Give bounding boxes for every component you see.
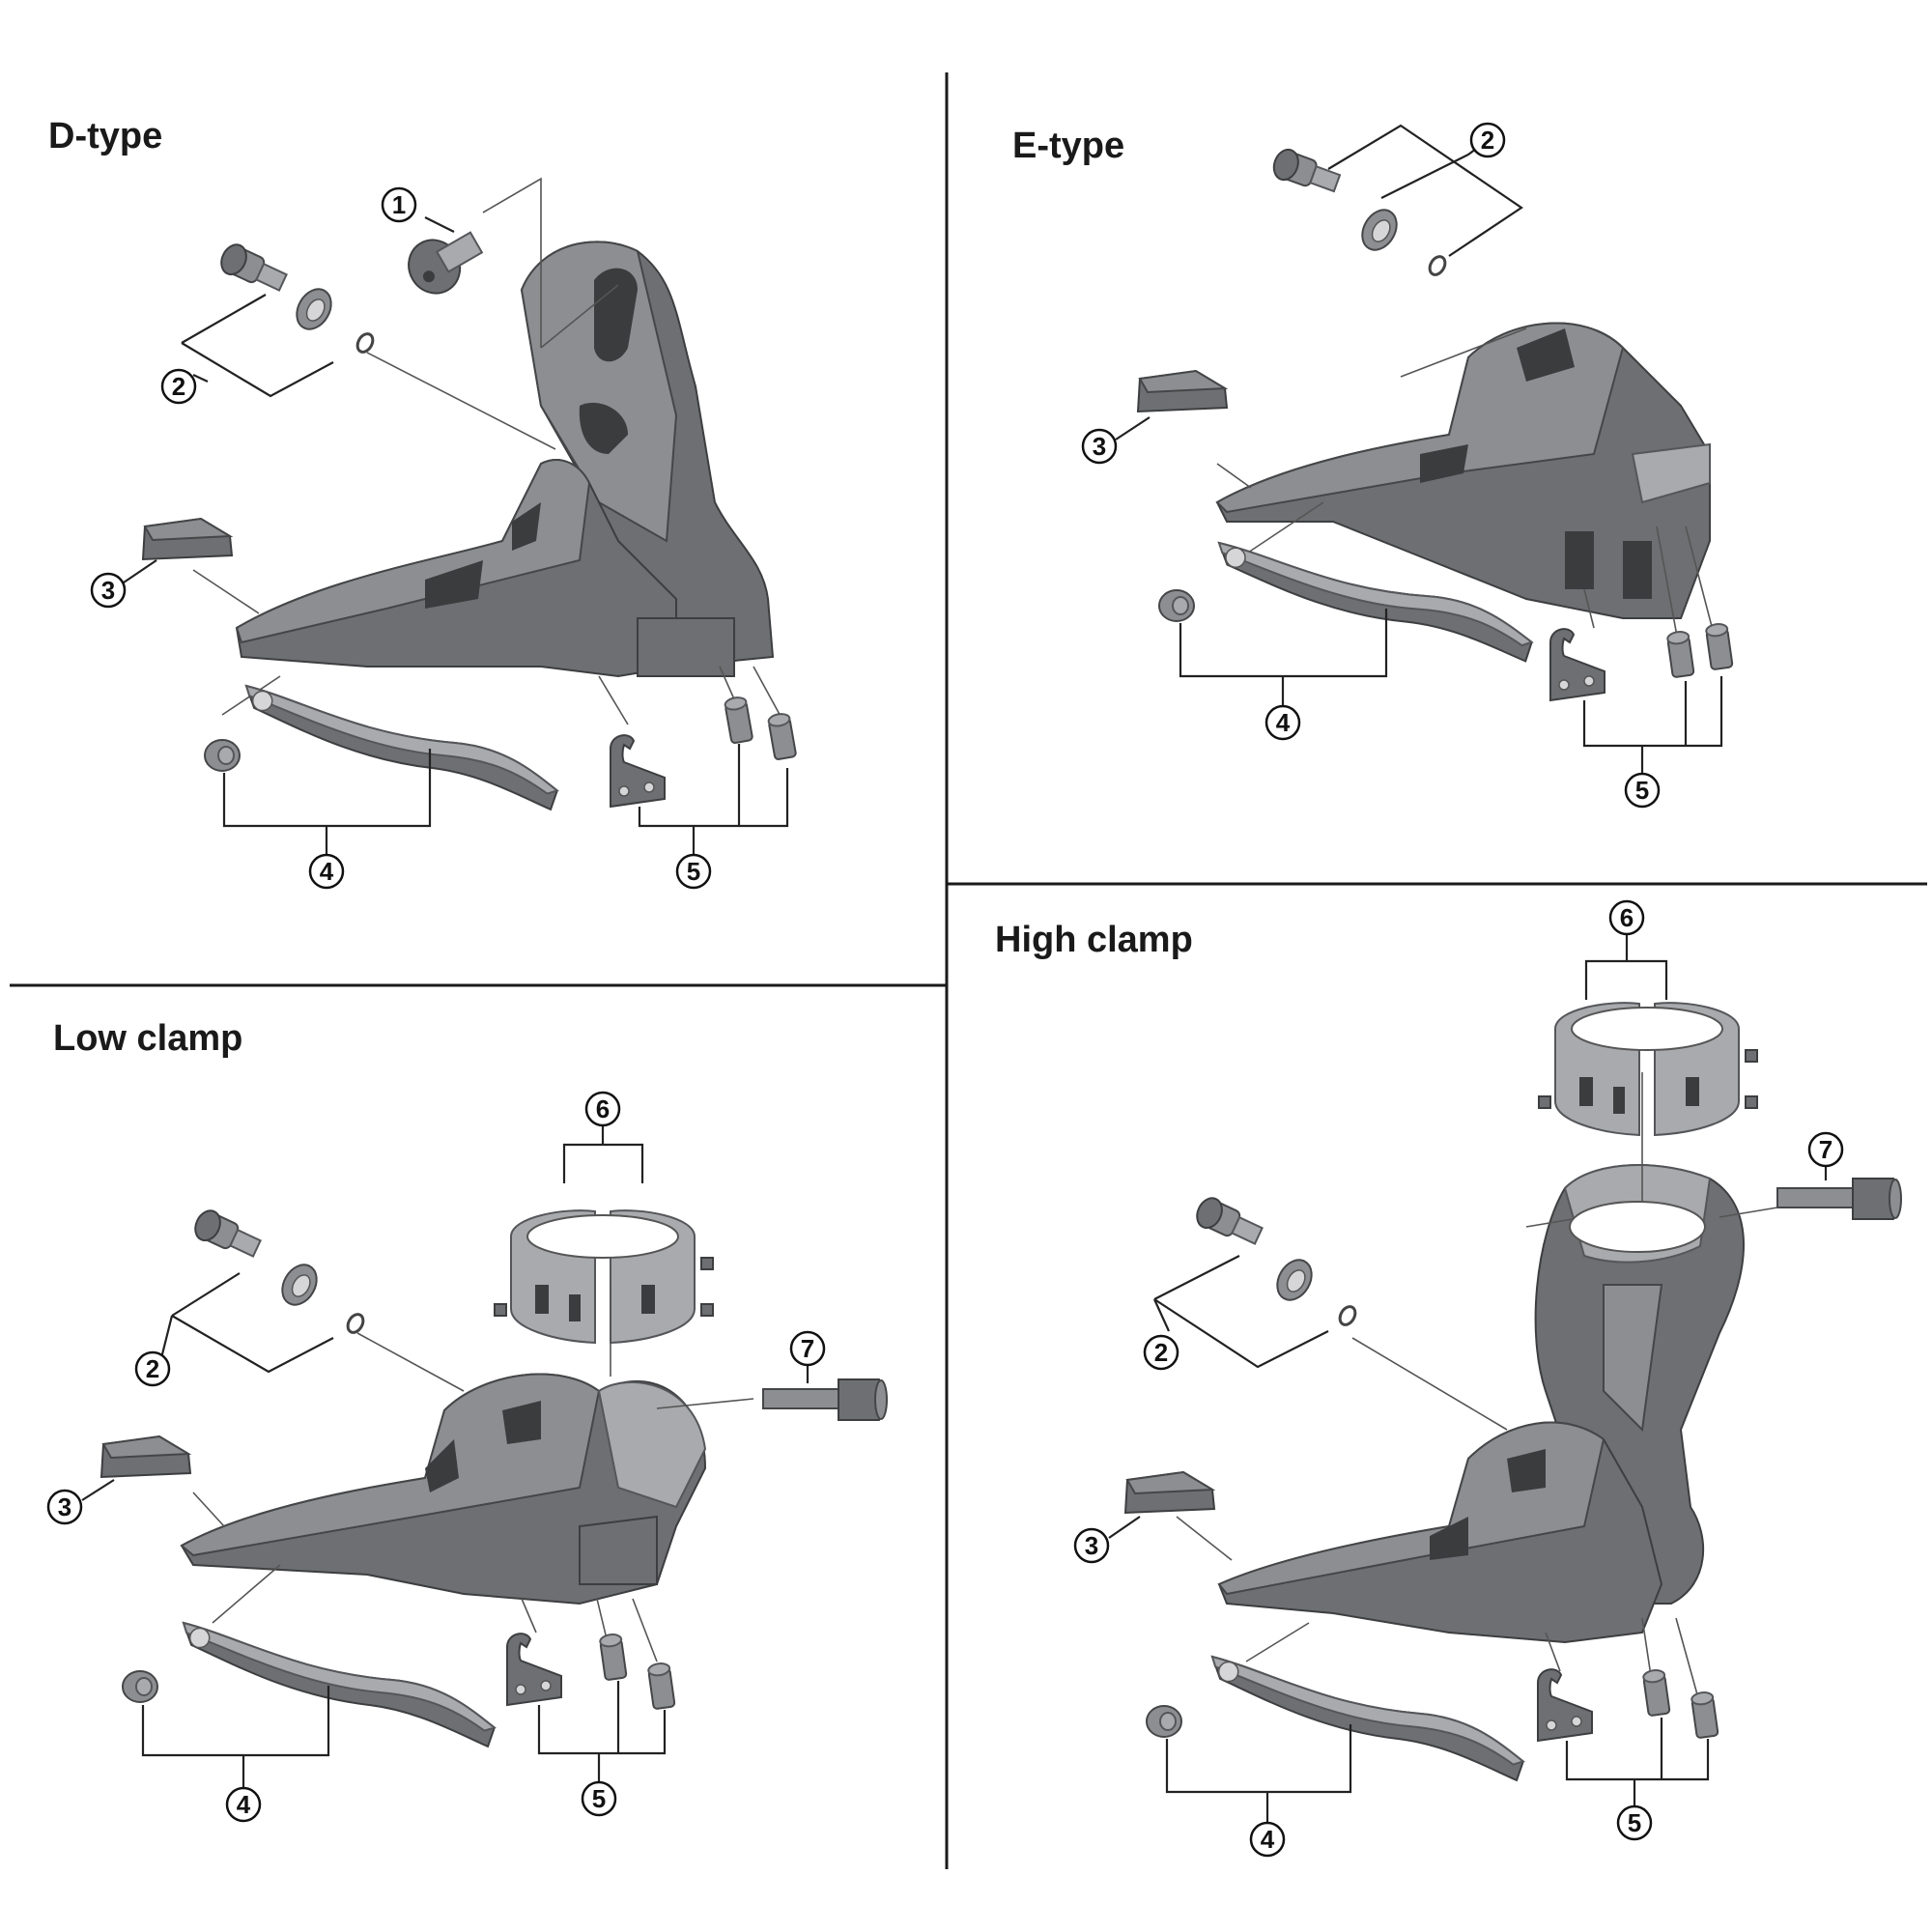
- washer-part-2-low: [274, 1257, 325, 1313]
- callout-3: 3: [90, 572, 127, 609]
- callout-3-high: 3: [1073, 1527, 1110, 1564]
- panel-title-low-clamp: Low clamp: [53, 1018, 242, 1059]
- svg-text:5: 5: [687, 857, 700, 886]
- plate-part-4-high: [1203, 1656, 1531, 1782]
- o-ring-part-2-e: [1425, 252, 1450, 279]
- callout-4-e: 4: [1264, 704, 1301, 741]
- nut-part-4: [204, 739, 241, 772]
- spacer-part-5a-low: [598, 1632, 628, 1682]
- panel-title-d-type: D-type: [48, 116, 162, 156]
- panel-title-high-clamp: High clamp: [995, 920, 1193, 960]
- spacer-part-5a: [723, 695, 754, 745]
- callout-5-e: 5: [1624, 772, 1661, 809]
- bolt-part-2: [215, 240, 291, 298]
- callout-7: 7: [789, 1330, 826, 1367]
- svg-text:2: 2: [1154, 1338, 1168, 1367]
- panel-title-e-type: E-type: [1012, 126, 1124, 166]
- mount-bracket: [520, 241, 775, 668]
- derailleur-body-low: [180, 1373, 707, 1605]
- callout-4: 4: [308, 853, 345, 890]
- callout-7-high: 7: [1807, 1131, 1844, 1168]
- nut-part-4-e: [1158, 589, 1195, 622]
- nut-part-4-low: [122, 1670, 158, 1703]
- o-ring-part-2-high: [1335, 1302, 1360, 1329]
- callout-5: 5: [675, 853, 712, 890]
- svg-text:6: 6: [596, 1094, 610, 1123]
- callout-2-e: 2: [1469, 122, 1506, 158]
- spacer-part-5b-e: [1704, 621, 1734, 671]
- clamp-band-part-6-high: [1538, 1002, 1758, 1136]
- pad-part-3-high: [1124, 1471, 1215, 1514]
- svg-text:3: 3: [1085, 1531, 1098, 1560]
- svg-text:4: 4: [237, 1790, 251, 1819]
- svg-text:1: 1: [392, 190, 406, 219]
- pad-part-3: [142, 518, 233, 560]
- o-ring-part-2: [353, 329, 378, 356]
- callout-2-high: 2: [1143, 1334, 1179, 1371]
- svg-text:4: 4: [1261, 1825, 1275, 1854]
- callout-3-e: 3: [1081, 428, 1118, 465]
- svg-text:4: 4: [320, 857, 334, 886]
- spacer-part-5a-high: [1641, 1667, 1671, 1718]
- callout-2: 2: [160, 368, 197, 405]
- spacer-part-5b-high: [1690, 1690, 1719, 1740]
- callout-2-low: 2: [134, 1350, 171, 1387]
- svg-text:3: 3: [1093, 432, 1106, 461]
- callout-6: 6: [584, 1091, 621, 1127]
- plate-part-4-low: [174, 1622, 502, 1748]
- callout-6-high: 6: [1608, 899, 1645, 936]
- derailleur-body-e: [1215, 322, 1711, 619]
- pad-part-3-e: [1137, 370, 1228, 412]
- svg-text:7: 7: [801, 1334, 814, 1363]
- hook-part-5-high: [1537, 1668, 1593, 1742]
- svg-text:3: 3: [101, 576, 115, 605]
- washer-part-2: [289, 281, 339, 337]
- clamp-band-part-6: [494, 1209, 714, 1344]
- svg-text:5: 5: [1635, 776, 1649, 805]
- bolt-part-7: [762, 1378, 888, 1421]
- svg-text:6: 6: [1620, 903, 1634, 932]
- nut-part-4-high: [1146, 1705, 1182, 1738]
- o-ring-part-2-low: [343, 1310, 368, 1337]
- hook-part-5-low: [506, 1633, 562, 1706]
- bolt-part-2-low: [189, 1206, 265, 1264]
- panel-low-clamp: Low clamp 6 7: [46, 1018, 888, 1823]
- spacer-part-5b-low: [646, 1661, 676, 1711]
- panel-high-clamp: High clamp 6 7: [995, 899, 1902, 1858]
- svg-text:2: 2: [172, 372, 185, 401]
- svg-text:5: 5: [1628, 1808, 1641, 1837]
- derailleur-body-high: [1217, 1421, 1663, 1644]
- plate-part-4: [237, 685, 565, 811]
- callout-1: 1: [381, 186, 417, 223]
- svg-text:7: 7: [1819, 1135, 1833, 1164]
- bolt-part-2-e: [1268, 145, 1344, 199]
- panel-e-type: E-type 2 3: [1012, 122, 1734, 809]
- pad-part-3-low: [100, 1435, 191, 1478]
- callout-4-low: 4: [225, 1786, 262, 1823]
- bolt-part-1: [408, 231, 484, 295]
- callout-4-high: 4: [1249, 1821, 1286, 1858]
- washer-part-2-high: [1269, 1252, 1320, 1308]
- panel-d-type: D-type: [48, 116, 798, 890]
- svg-text:2: 2: [1481, 126, 1494, 155]
- derailleur-body: [235, 459, 735, 678]
- spacer-part-5a-e: [1665, 629, 1695, 679]
- svg-text:3: 3: [58, 1492, 71, 1521]
- hook-part-5: [610, 734, 666, 808]
- svg-text:4: 4: [1276, 708, 1291, 737]
- svg-text:5: 5: [592, 1784, 606, 1813]
- spacer-part-5b: [766, 711, 798, 761]
- callout-5-low: 5: [581, 1780, 617, 1817]
- bolt-part-2-high: [1191, 1193, 1266, 1251]
- bolt-part-7-high: [1776, 1178, 1902, 1220]
- svg-text:2: 2: [146, 1354, 159, 1383]
- hook-part-5-e: [1549, 628, 1605, 701]
- washer-part-2-e: [1354, 202, 1405, 258]
- callout-5-high: 5: [1616, 1804, 1653, 1841]
- callout-3-low: 3: [46, 1489, 83, 1525]
